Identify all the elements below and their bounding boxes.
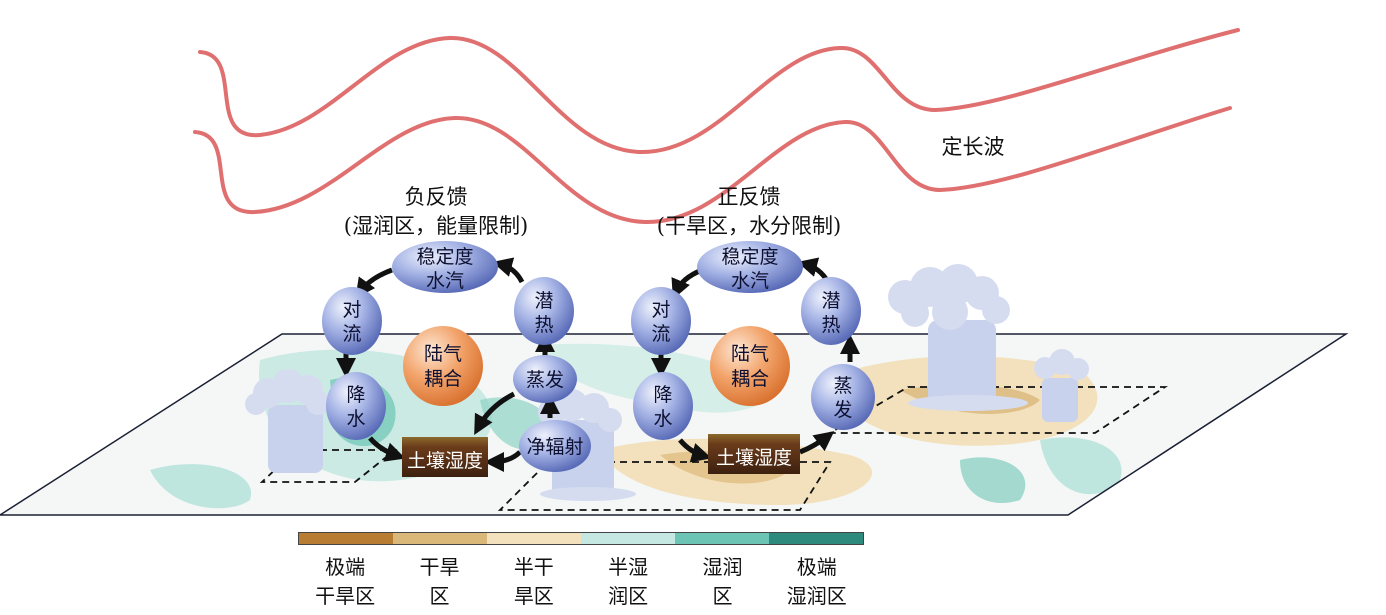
legend-label-extreme-humid: 极端 湿润区 (786, 555, 847, 608)
svg-text:稳定度: 稳定度 (721, 246, 778, 268)
svg-text:水汽: 水汽 (426, 270, 464, 292)
svg-text:陆气: 陆气 (731, 343, 769, 365)
legend-label-semi-humid: 半湿 润区 (608, 555, 649, 608)
arrow-precip-to-soil-pos (678, 438, 712, 463)
node-precip-neg: 降 水 (326, 372, 386, 440)
legend-label-semi-arid: 半干 旱区 (513, 555, 554, 608)
positive-loop-nodes: 稳定度 水汽 潜 热 对 流 降 水 陆气 耦合 蒸 发 (631, 241, 875, 474)
positive-feedback-title: 正反馈 (718, 185, 781, 209)
node-stability-neg: 稳定度 水汽 (392, 241, 498, 293)
svg-text:蒸: 蒸 (833, 375, 852, 397)
svg-text:流: 流 (342, 323, 361, 345)
legend-swatch-extreme-humid (769, 533, 863, 544)
negative-loop-nodes: 稳定度 水汽 潜 热 对 流 降 水 陆气 耦合 蒸发 净辐射 (322, 241, 591, 477)
arrow-evap-to-soil (474, 391, 516, 436)
svg-text:降: 降 (653, 384, 672, 406)
arrow-stability-to-convection (355, 267, 393, 299)
region-outline-center (497, 461, 832, 511)
svg-text:蒸发: 蒸发 (526, 369, 564, 391)
svg-text:土壤湿度: 土壤湿度 (716, 447, 792, 469)
svg-text:流: 流 (651, 323, 670, 345)
node-soil-neg: 土壤湿度 (402, 437, 488, 477)
cloud-east-large (888, 264, 1028, 411)
svg-text:潜: 潜 (821, 290, 840, 312)
node-precip-pos: 降 水 (633, 372, 693, 440)
negative-feedback-subtitle: (湿润区，能量限制) (344, 214, 528, 238)
legend-swatch-arid (393, 533, 487, 544)
node-coupling-pos: 陆气 耦合 (710, 326, 790, 406)
svg-text:耦合: 耦合 (731, 368, 769, 390)
svg-text:土壤湿度: 土壤湿度 (407, 450, 483, 472)
svg-text:稳定度: 稳定度 (416, 246, 473, 268)
negative-feedback-title: 负反馈 (405, 185, 468, 209)
svg-text:对: 对 (651, 299, 670, 321)
arrow-latent-to-stability (492, 257, 525, 284)
svg-text:水: 水 (653, 408, 672, 430)
node-soil-pos: 土壤湿度 (708, 434, 800, 474)
node-evap-neg: 蒸发 (513, 355, 577, 403)
svg-text:陆气: 陆气 (424, 343, 462, 365)
svg-text:潜: 潜 (534, 290, 553, 312)
node-convection-neg: 对 流 (322, 287, 382, 355)
node-latent-neg: 潜 热 (514, 277, 574, 345)
standing-wave-label: 定长波 (942, 135, 1005, 159)
svg-text:水汽: 水汽 (731, 270, 769, 292)
legend-swatch-semi-arid (487, 533, 581, 544)
node-stability-pos: 稳定度 水汽 (697, 241, 803, 293)
legend-color-bar (298, 532, 864, 545)
svg-text:耦合: 耦合 (424, 368, 462, 390)
node-convection-pos: 对 流 (631, 287, 691, 355)
legend-label-extreme-arid: 极端 干旱区 (315, 555, 376, 608)
wave-line-upper (198, 28, 1240, 155)
region-outline-east (826, 386, 1169, 434)
node-latent-pos: 潜 热 (801, 277, 861, 345)
standing-wave (193, 28, 1240, 225)
climate-zone-legend: 极端 干旱区 干旱 区 半干 旱区 半湿 润区 湿润 区 极端 湿润区 (298, 532, 864, 612)
node-coupling-neg: 陆气 耦合 (403, 326, 483, 406)
arrow-radiation-to-soil (484, 450, 522, 472)
legend-swatch-extreme-arid (299, 533, 393, 544)
legend-swatch-semi-humid (581, 533, 675, 544)
svg-text:发: 发 (833, 399, 852, 421)
node-evap-pos: 蒸 发 (811, 364, 875, 430)
svg-text:水: 水 (346, 408, 365, 430)
positive-feedback-subtitle: (干旱区，水分限制) (657, 214, 841, 238)
arrow-soil-to-evap-pos (799, 431, 835, 455)
svg-text:净辐射: 净辐射 (526, 436, 583, 458)
arrow-stability-to-convection-pos (671, 267, 703, 300)
cloud-west (245, 369, 330, 473)
svg-text:热: 热 (821, 314, 840, 336)
arrow-precip-to-soil (368, 436, 406, 462)
svg-text:降: 降 (346, 384, 365, 406)
legend-swatch-humid (675, 533, 769, 544)
legend-label-humid: 湿润 区 (702, 555, 743, 608)
wave-line-lower (193, 106, 1232, 225)
coupling-diagram: 负反馈 (湿润区，能量限制) 正反馈 (干旱区，水分限制) 定长波 稳定度 水汽… (0, 28, 1349, 516)
cloud-east-small (1034, 349, 1089, 422)
node-radiation-neg: 净辐射 (519, 420, 591, 472)
svg-text:热: 热 (534, 314, 553, 336)
svg-text:对: 对 (342, 299, 361, 321)
legend-label-arid: 干旱 区 (419, 555, 460, 608)
